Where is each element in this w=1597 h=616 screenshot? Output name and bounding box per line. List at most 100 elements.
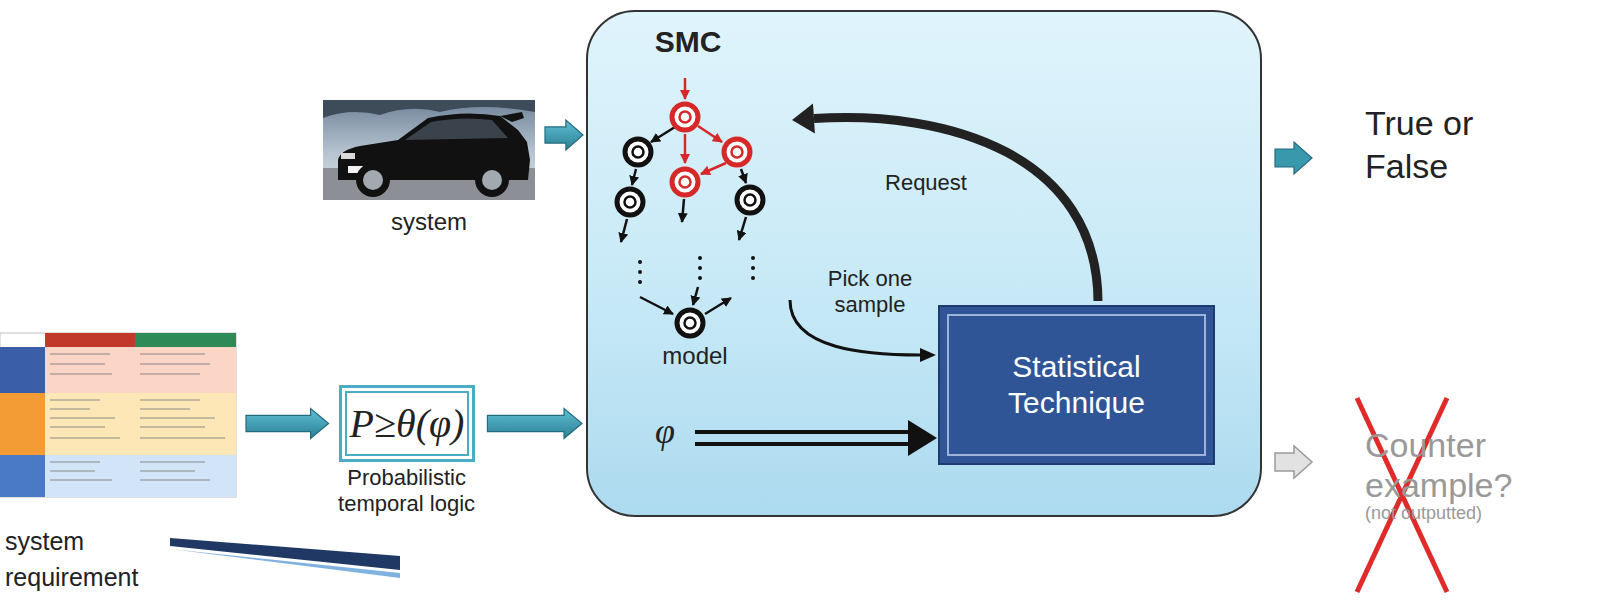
requirement-table-image-part [45, 455, 236, 497]
requirement-table-image-part-part [140, 479, 210, 480]
model-graph-drawing-part-part [633, 147, 644, 158]
disabled-output-arrow-part [1275, 446, 1312, 478]
block-arrow [487, 409, 582, 439]
model-graph-drawing-part-part [672, 104, 698, 130]
corner-swoosh-part [170, 538, 400, 570]
photo-caption: system [323, 208, 535, 237]
block-arrow-shape [246, 409, 329, 439]
requirement-table-image-part-part [140, 417, 215, 418]
requirement-table-image-part [45, 333, 135, 347]
model-graph-drawing [617, 78, 763, 336]
requirement-table-image [0, 333, 236, 497]
double-arrow-part [908, 420, 937, 456]
car-photo-part [363, 170, 383, 190]
double-arrow [695, 420, 937, 456]
requirement-table: system requirement [0, 333, 236, 497]
requirement-table-image-part-part [50, 408, 90, 409]
container-title: SMC [643, 24, 733, 60]
model-graph-drawing-part-part [625, 139, 651, 165]
requirement-table-image-part-part [140, 408, 190, 409]
requirement-table-image-part [0, 347, 45, 393]
car-photo-part [500, 112, 524, 122]
requirement-table-image-part-part [50, 470, 95, 471]
model-graph: model [605, 80, 790, 380]
block-arrow-shape [545, 120, 583, 150]
model-graph-drawing-part [705, 298, 731, 314]
requirement-table-image-part [0, 333, 236, 497]
smc-container: SMC Statistical Technique model [586, 10, 1262, 517]
model-graph-drawing-part-part [732, 147, 743, 158]
model-label: model [625, 342, 765, 371]
edge-label: Request [876, 170, 976, 196]
car-photo-part [323, 100, 535, 200]
model-graph-drawing-part [698, 126, 722, 142]
model-graph-drawing-part [638, 256, 755, 284]
disabled-output-label: Counter example? [1365, 425, 1535, 505]
requirement-table-image-part-part [50, 363, 105, 364]
model-graph-drawing-part [684, 78, 687, 99]
model-graph-drawing-part [682, 199, 684, 222]
requirement-table-image-part [0, 455, 45, 497]
requirement-table-image-part [50, 354, 225, 480]
requirement-table-image-part-part [50, 373, 112, 374]
requirement-table-image-part-part [140, 461, 205, 462]
model-graph-drawing-part-part [737, 187, 763, 213]
formula-box: P≥θ(φ)Probabilistic temporal logic [339, 385, 476, 462]
model-graph-drawing-part [672, 104, 750, 195]
requirement-table-image-part-part [140, 426, 205, 427]
model-graph-drawing-part [632, 169, 636, 185]
corner-swoosh [170, 538, 400, 578]
requirement-table-image-part-part [50, 426, 105, 427]
process-label: Statistical Technique [962, 349, 1191, 421]
double-arrow-part [695, 430, 912, 434]
formula-symbol: φ [655, 410, 675, 453]
model-graph-drawing-part-part [724, 139, 750, 165]
model-graph-drawing-part-part [698, 276, 702, 280]
process-box: Statistical Technique [938, 305, 1215, 465]
car-photo-part [405, 118, 508, 140]
requirement-table-image-part [0, 393, 45, 455]
model-graph-drawing-part [684, 134, 687, 163]
double-arrow-part [695, 442, 912, 446]
requirement-table-image-part-part [140, 373, 200, 374]
model-graph-drawing-part [701, 163, 726, 174]
requirement-table-image-part [45, 393, 236, 455]
requirement-table-image-part-part [140, 353, 205, 354]
corner-swoosh-part [170, 549, 400, 578]
requirement-table-image-part-part [140, 363, 210, 364]
model-graph-drawing-part [640, 297, 673, 314]
arrow-head [920, 348, 936, 362]
model-graph-drawing-part-part [638, 260, 642, 264]
requirement-table-image-part-part [140, 399, 200, 400]
car-photo [323, 100, 535, 200]
block-arrow-shape [487, 409, 582, 439]
model-graph-drawing-part [621, 219, 627, 242]
requirement-table-image-part-part [50, 479, 112, 480]
edge-label: Pick one sample [815, 266, 925, 319]
model-graph-drawing-part-part [685, 318, 696, 329]
model-graph-drawing-part [693, 287, 698, 305]
requirement-table-image-part-part [50, 417, 115, 418]
model-graph-drawing-part-part [672, 169, 698, 195]
requirement-table-image-part-part [50, 461, 100, 462]
requirement-table-image-part [45, 347, 236, 393]
car-photo-part [475, 163, 509, 197]
model-graph-drawing-part-part [677, 310, 703, 336]
car-photo-part [356, 163, 390, 197]
table-caption: system requirement [5, 523, 175, 595]
car-photo-part [341, 153, 355, 159]
model-graph-drawing-part-part [751, 276, 755, 280]
requirement-table-image-part [135, 333, 236, 347]
requirement-table-image-part-part [50, 437, 120, 438]
requirement-table-image-part-part [140, 437, 225, 438]
requirement-table-image-part-part [50, 399, 100, 400]
block-arrow [246, 409, 329, 439]
output-arrow [1275, 142, 1312, 174]
model-graph-drawing-part [741, 169, 746, 183]
model-graph-drawing-part-part [617, 189, 643, 215]
container-outline [587, 11, 1261, 516]
block-arrow [545, 120, 583, 150]
